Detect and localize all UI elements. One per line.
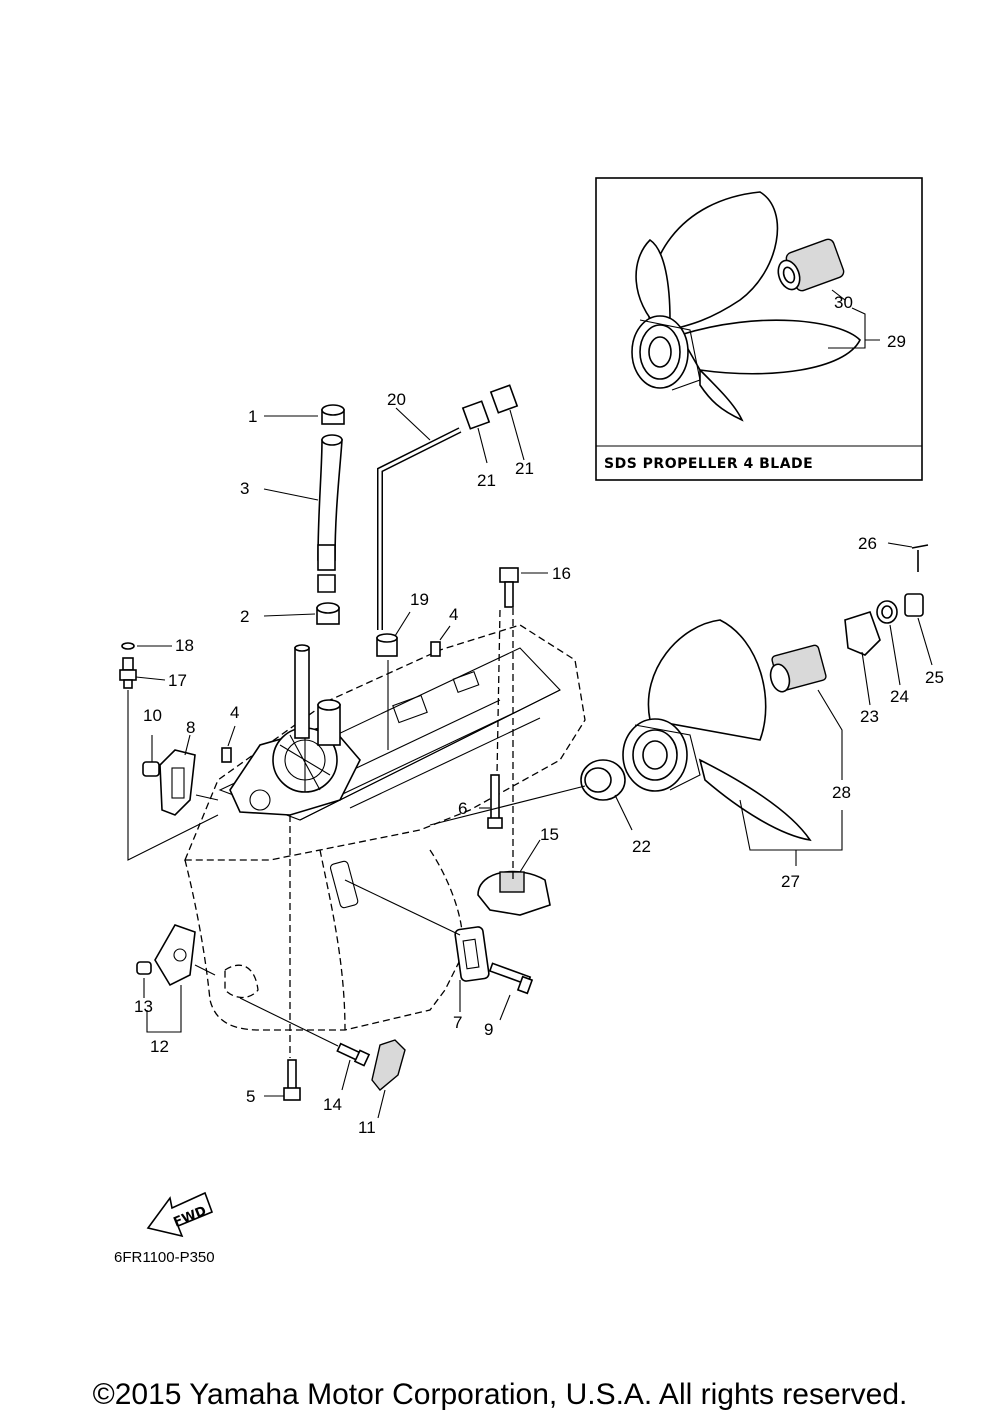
part-11-trim-plate (371, 1039, 406, 1091)
water-pump-base-image (229, 644, 361, 816)
leader-lines (127, 407, 933, 1119)
part-24-washer (876, 600, 898, 624)
leader-30 (831, 289, 846, 301)
part-22-thrust-washer (580, 759, 626, 801)
callout-20: 20 (387, 390, 406, 409)
callout-9: 9 (484, 1020, 493, 1039)
part-13-nut (136, 961, 152, 975)
diagram-code: 6FR1100-P350 (114, 1249, 215, 1266)
part-5-bolt (283, 1059, 301, 1101)
callout-1: 1 (248, 407, 257, 426)
part-3-water-tube (317, 434, 343, 593)
part-15-trim-tab (477, 870, 551, 916)
callout-19: 19 (410, 590, 429, 609)
part-10-nut (142, 761, 160, 777)
part-8-bracket (159, 749, 196, 816)
copyright-notice: ©2015 Yamaha Motor Corporation, U.S.A. A… (92, 1378, 908, 1411)
part-23-washer (844, 611, 881, 656)
callout-5: 5 (246, 1087, 255, 1106)
part-2-seal (316, 602, 340, 625)
callout-13: 13 (134, 997, 153, 1016)
callout-28: 28 (832, 783, 851, 802)
callout-25: 25 (925, 668, 944, 687)
leader-29 (828, 339, 880, 349)
callout-22: 22 (632, 837, 651, 856)
part-27-propeller (622, 619, 812, 842)
inset-frame (595, 177, 923, 481)
part-20-pipe (377, 427, 462, 630)
callout-17: 17 (168, 671, 187, 690)
part-4a-dowel (430, 641, 441, 657)
hub-insert-image (777, 238, 845, 292)
part-17-fitting (119, 657, 137, 689)
part-7-anode (454, 926, 490, 982)
part-16-bolt (499, 567, 519, 608)
lower-unit-case-outline (184, 624, 586, 1031)
callout-6: 6 (458, 799, 467, 818)
inset-title: SDS PROPELLER 4 BLADE (604, 456, 813, 472)
part-18-o-ring (121, 642, 135, 650)
callout-11: 11 (358, 1118, 376, 1137)
callout-7: 7 (453, 1013, 462, 1032)
part-25-nut (904, 593, 924, 617)
part-21a-grommet (461, 400, 491, 430)
part-14-screw (336, 1042, 371, 1067)
callout-4a: 4 (449, 605, 458, 624)
part-12-anode (154, 924, 196, 987)
callout-4b: 4 (230, 703, 239, 722)
part-26-cotter-pin (911, 544, 929, 572)
callout-3: 3 (240, 479, 249, 498)
part-19-grommet (376, 633, 398, 657)
callout-21b: 21 (515, 459, 534, 478)
callout-26: 26 (858, 534, 877, 553)
four-blade-propeller-image (631, 191, 861, 422)
callout-18: 18 (175, 636, 194, 655)
callout-30: 30 (834, 293, 853, 312)
part-1-grommet (321, 404, 345, 425)
callout-12: 12 (150, 1037, 169, 1056)
part-4b-dowel (221, 747, 232, 763)
callout-23: 23 (860, 707, 879, 726)
callout-2: 2 (240, 607, 249, 626)
part-9-bolt (488, 962, 534, 995)
callout-16: 16 (552, 564, 571, 583)
part-6-bolt (487, 774, 503, 829)
callout-27: 27 (781, 872, 800, 891)
callout-10: 10 (143, 706, 162, 725)
callout-14: 14 (323, 1095, 342, 1114)
callout-8: 8 (186, 718, 195, 737)
callout-15: 15 (540, 825, 559, 844)
part-21b-grommet (489, 384, 519, 414)
callout-29: 29 (887, 332, 906, 351)
fwd-arrow-icon: FWD (146, 1191, 214, 1238)
part-28-spline-insert (769, 644, 827, 693)
callout-21a: 21 (477, 471, 496, 490)
callout-24: 24 (890, 687, 909, 706)
sds-propeller-inset: SDS PROPELLER 4 BLADE 30 29 (595, 177, 923, 481)
